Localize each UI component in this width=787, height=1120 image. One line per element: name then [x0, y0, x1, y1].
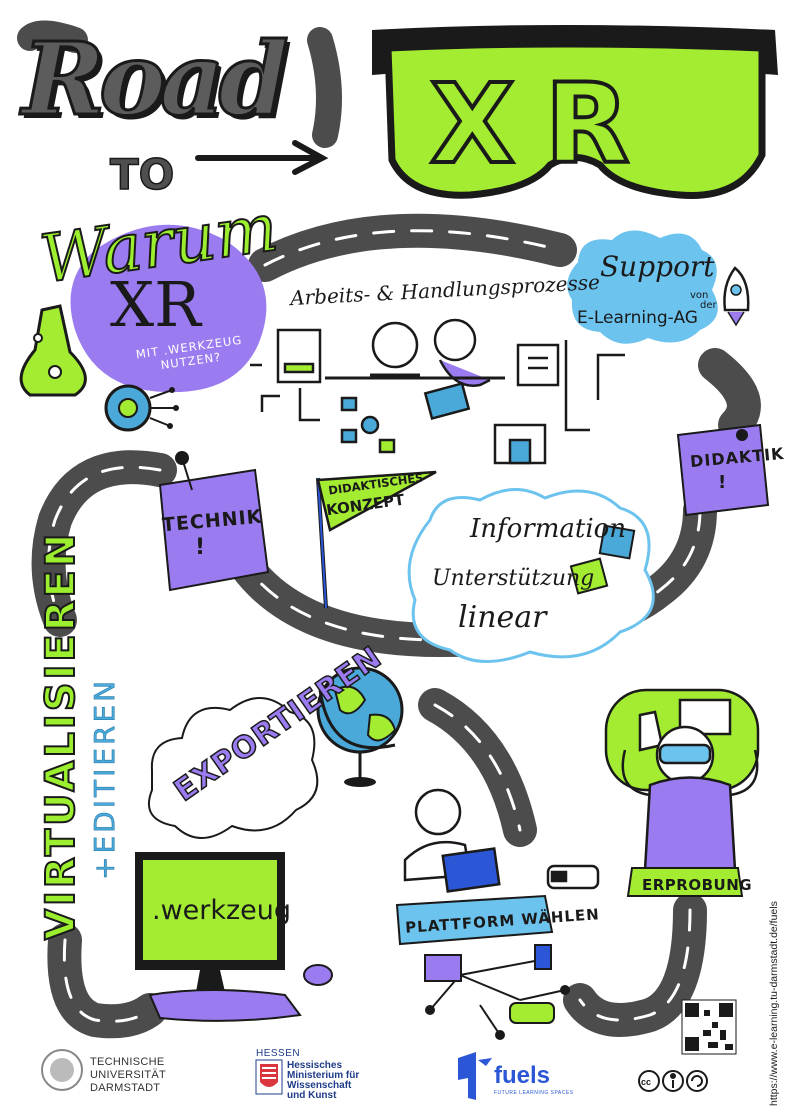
hessen-label: HESSEN	[256, 1048, 301, 1059]
monitor-werkzeug-label: .werkzeug	[152, 895, 292, 926]
export-cloud	[147, 697, 319, 839]
rocket-icon	[723, 266, 750, 327]
title-to: TO	[109, 149, 175, 200]
warum-blob	[70, 224, 267, 393]
step-erprobung: ERPROBUNG	[642, 876, 753, 894]
arrow-right	[195, 140, 329, 175]
person-laptop	[403, 788, 600, 893]
tu-seal-icon	[41, 1049, 83, 1091]
puzzle-icon	[569, 524, 636, 595]
didaktik-mark: !	[718, 472, 728, 493]
info-line-linear: linear	[458, 600, 547, 635]
cc-label: cc	[641, 1077, 652, 1087]
xr-goggles	[372, 25, 778, 199]
ministry-line-3: Wissenschaft	[287, 1080, 352, 1091]
device-network	[424, 944, 570, 1040]
tu-name-line-1: TECHNISCHE	[90, 1056, 165, 1068]
didactic-flag	[316, 470, 437, 609]
info-line-information: Information	[470, 514, 627, 544]
cc-license-icon	[638, 1070, 708, 1092]
support-word: Support	[600, 250, 715, 283]
info-cloud	[407, 488, 655, 663]
tu-name-line-3: DARMSTADT	[90, 1082, 161, 1094]
fuels-wordmark: fuels	[494, 1062, 551, 1089]
step-virtualisieren: VIRTUALISIEREN	[37, 530, 85, 941]
ministry-line-4: und Kunst	[287, 1090, 337, 1101]
fuels-logo	[458, 1052, 492, 1100]
warum-xr: XR	[110, 268, 201, 341]
qr-code	[681, 999, 737, 1055]
footer-url-link[interactable]: https://www.e-learning.tu-darmstadt.de/f…	[768, 901, 780, 1106]
support-group: E-Learning-AG	[577, 308, 698, 328]
fuels-tagline: FUTURE LEARNING SPACES	[494, 1090, 574, 1096]
didaktik-note	[676, 423, 770, 517]
vr-person	[604, 688, 760, 872]
title-road: Road	[21, 19, 291, 140]
process-illustration	[250, 318, 625, 465]
technik-note	[158, 451, 270, 592]
gear-circuit-icon	[104, 384, 179, 432]
support-der: der	[700, 300, 717, 311]
hessen-coat-of-arms	[255, 1059, 283, 1095]
step-editieren: +EDITIEREN	[88, 677, 122, 881]
tu-name-line-2: UNIVERSITÄT	[90, 1069, 167, 1081]
info-line-unterstuetzung: Unterstützung	[432, 566, 595, 591]
plattform-banner	[395, 894, 554, 946]
flask-icon	[19, 304, 87, 397]
technik-mark: !	[195, 535, 207, 560]
computer-monitor	[135, 852, 333, 1022]
title-xr: XR	[428, 58, 660, 190]
ministry-line-1: Hessisches	[287, 1060, 343, 1071]
ministry-line-2: Ministerium für	[287, 1070, 360, 1081]
globe-icon	[316, 666, 404, 787]
erprobung-banner	[626, 867, 744, 897]
support-von: von	[690, 290, 709, 301]
support-cloud	[567, 230, 718, 344]
